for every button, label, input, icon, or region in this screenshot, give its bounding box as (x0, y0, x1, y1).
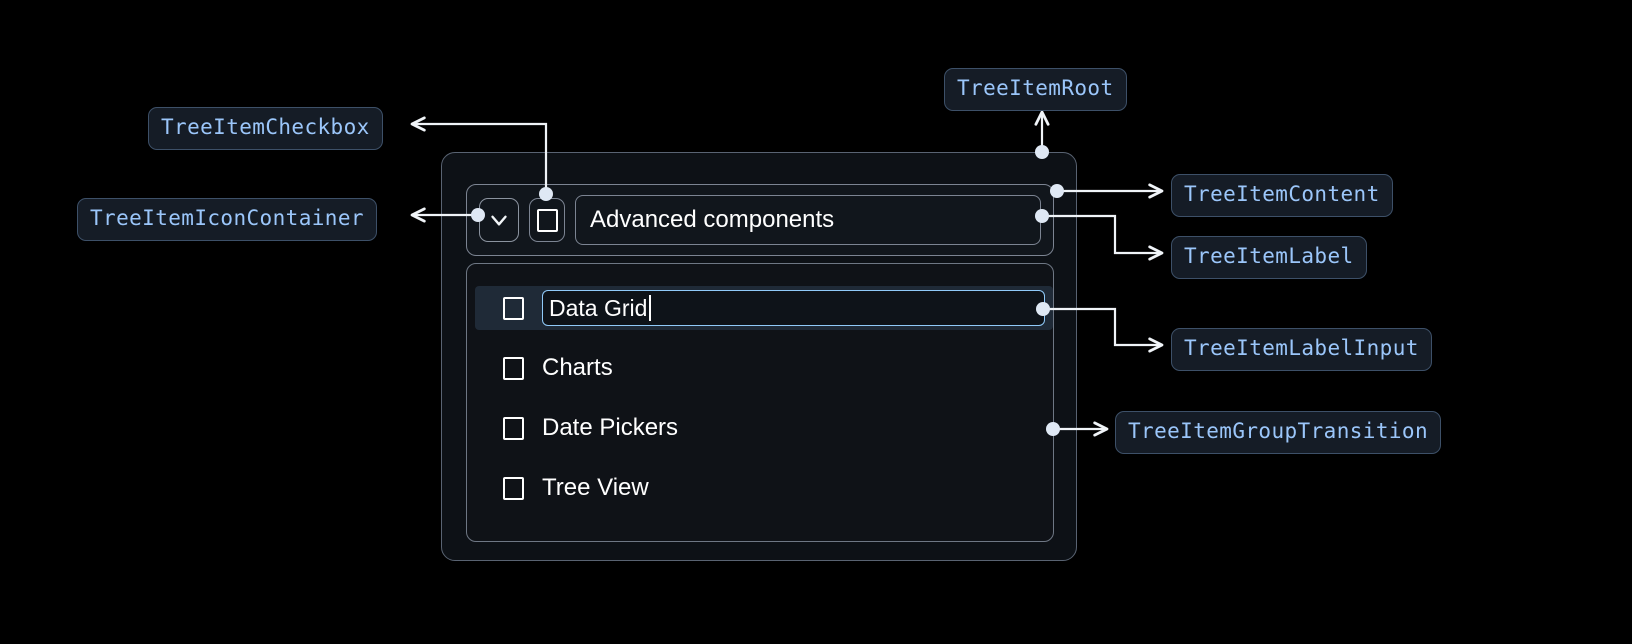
tree-item-label-text: Advanced components (590, 206, 835, 233)
tree-item-label-input[interactable]: Data Grid (542, 290, 1045, 326)
tree-item-label-input-value: Data Grid (549, 294, 648, 321)
tree-child-row-charts[interactable]: Charts (467, 346, 1053, 390)
text-caret (649, 295, 652, 321)
annotation-chip-tree-item-checkbox: TreeItemCheckbox (148, 107, 383, 150)
checkbox-unchecked-icon[interactable] (503, 476, 524, 500)
tree-item-icon-container[interactable] (479, 198, 519, 242)
annotation-chip-tree-item-label-input: TreeItemLabelInput (1171, 328, 1432, 371)
tree-child-row-date-pickers[interactable]: Date Pickers (467, 406, 1053, 450)
tree-item-label[interactable]: Advanced components (575, 195, 1041, 245)
checkbox-unchecked-icon[interactable] (503, 416, 524, 440)
tree-item-root[interactable]: Advanced components Data Grid Charts Dat… (441, 152, 1077, 561)
tree-child-row-tree-view[interactable]: Tree View (467, 466, 1053, 510)
tree-item-checkbox[interactable] (529, 198, 565, 242)
tree-item-label-text: Date Pickers (542, 414, 679, 441)
checkbox-unchecked-icon[interactable] (503, 356, 524, 380)
chevron-down-icon (486, 207, 512, 233)
annotation-chip-tree-item-content: TreeItemContent (1171, 174, 1393, 217)
tree-item-label-text: Charts (542, 354, 613, 381)
tree-child-row-data-grid[interactable]: Data Grid (475, 286, 1053, 330)
checkbox-unchecked-icon (536, 208, 558, 232)
tree-item-content[interactable]: Advanced components (466, 184, 1054, 256)
annotation-chip-tree-item-root: TreeItemRoot (944, 68, 1127, 111)
annotation-chip-tree-item-group-transition: TreeItemGroupTransition (1115, 411, 1441, 454)
checkbox-unchecked-icon[interactable] (503, 296, 524, 320)
tree-item-label-text: Tree View (542, 474, 649, 501)
tree-item-group-transition: Data Grid Charts Date Pickers Tree View (466, 263, 1054, 542)
annotation-chip-tree-item-label: TreeItemLabel (1171, 236, 1367, 279)
annotation-chip-tree-item-icon-container: TreeItemIconContainer (77, 198, 377, 241)
